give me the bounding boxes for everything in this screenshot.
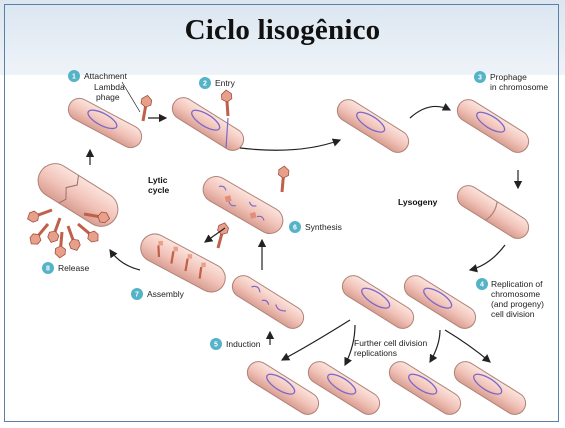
slide-border [4, 4, 559, 422]
